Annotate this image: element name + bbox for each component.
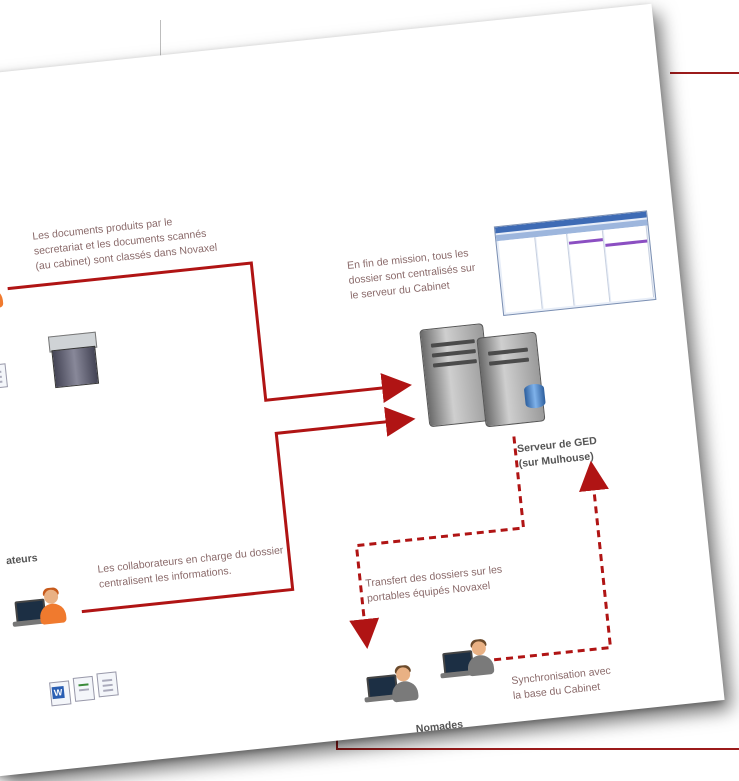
frame-bottom-tick xyxy=(336,735,338,750)
frame-top-line xyxy=(670,72,739,74)
person-icon xyxy=(37,586,67,625)
text-document-icon xyxy=(96,671,119,698)
arrow-documents xyxy=(7,261,412,403)
slide-sheet: W Les documents produits par le secretar… xyxy=(0,3,725,777)
copier-icon xyxy=(47,331,100,389)
connector-arrows xyxy=(7,261,613,662)
arrow-collaborateurs xyxy=(81,406,416,614)
excel-document-icon xyxy=(72,675,96,702)
vertical-divider xyxy=(160,20,161,70)
arrow-sync xyxy=(493,460,613,662)
person-icon xyxy=(389,664,419,703)
screenshot-thumbnail xyxy=(493,210,657,316)
person-icon xyxy=(465,638,495,677)
frame-bottom-line xyxy=(336,748,739,750)
arrow-transfert xyxy=(349,436,526,649)
word-document-icon: W xyxy=(49,680,72,707)
server-icon xyxy=(419,316,560,439)
